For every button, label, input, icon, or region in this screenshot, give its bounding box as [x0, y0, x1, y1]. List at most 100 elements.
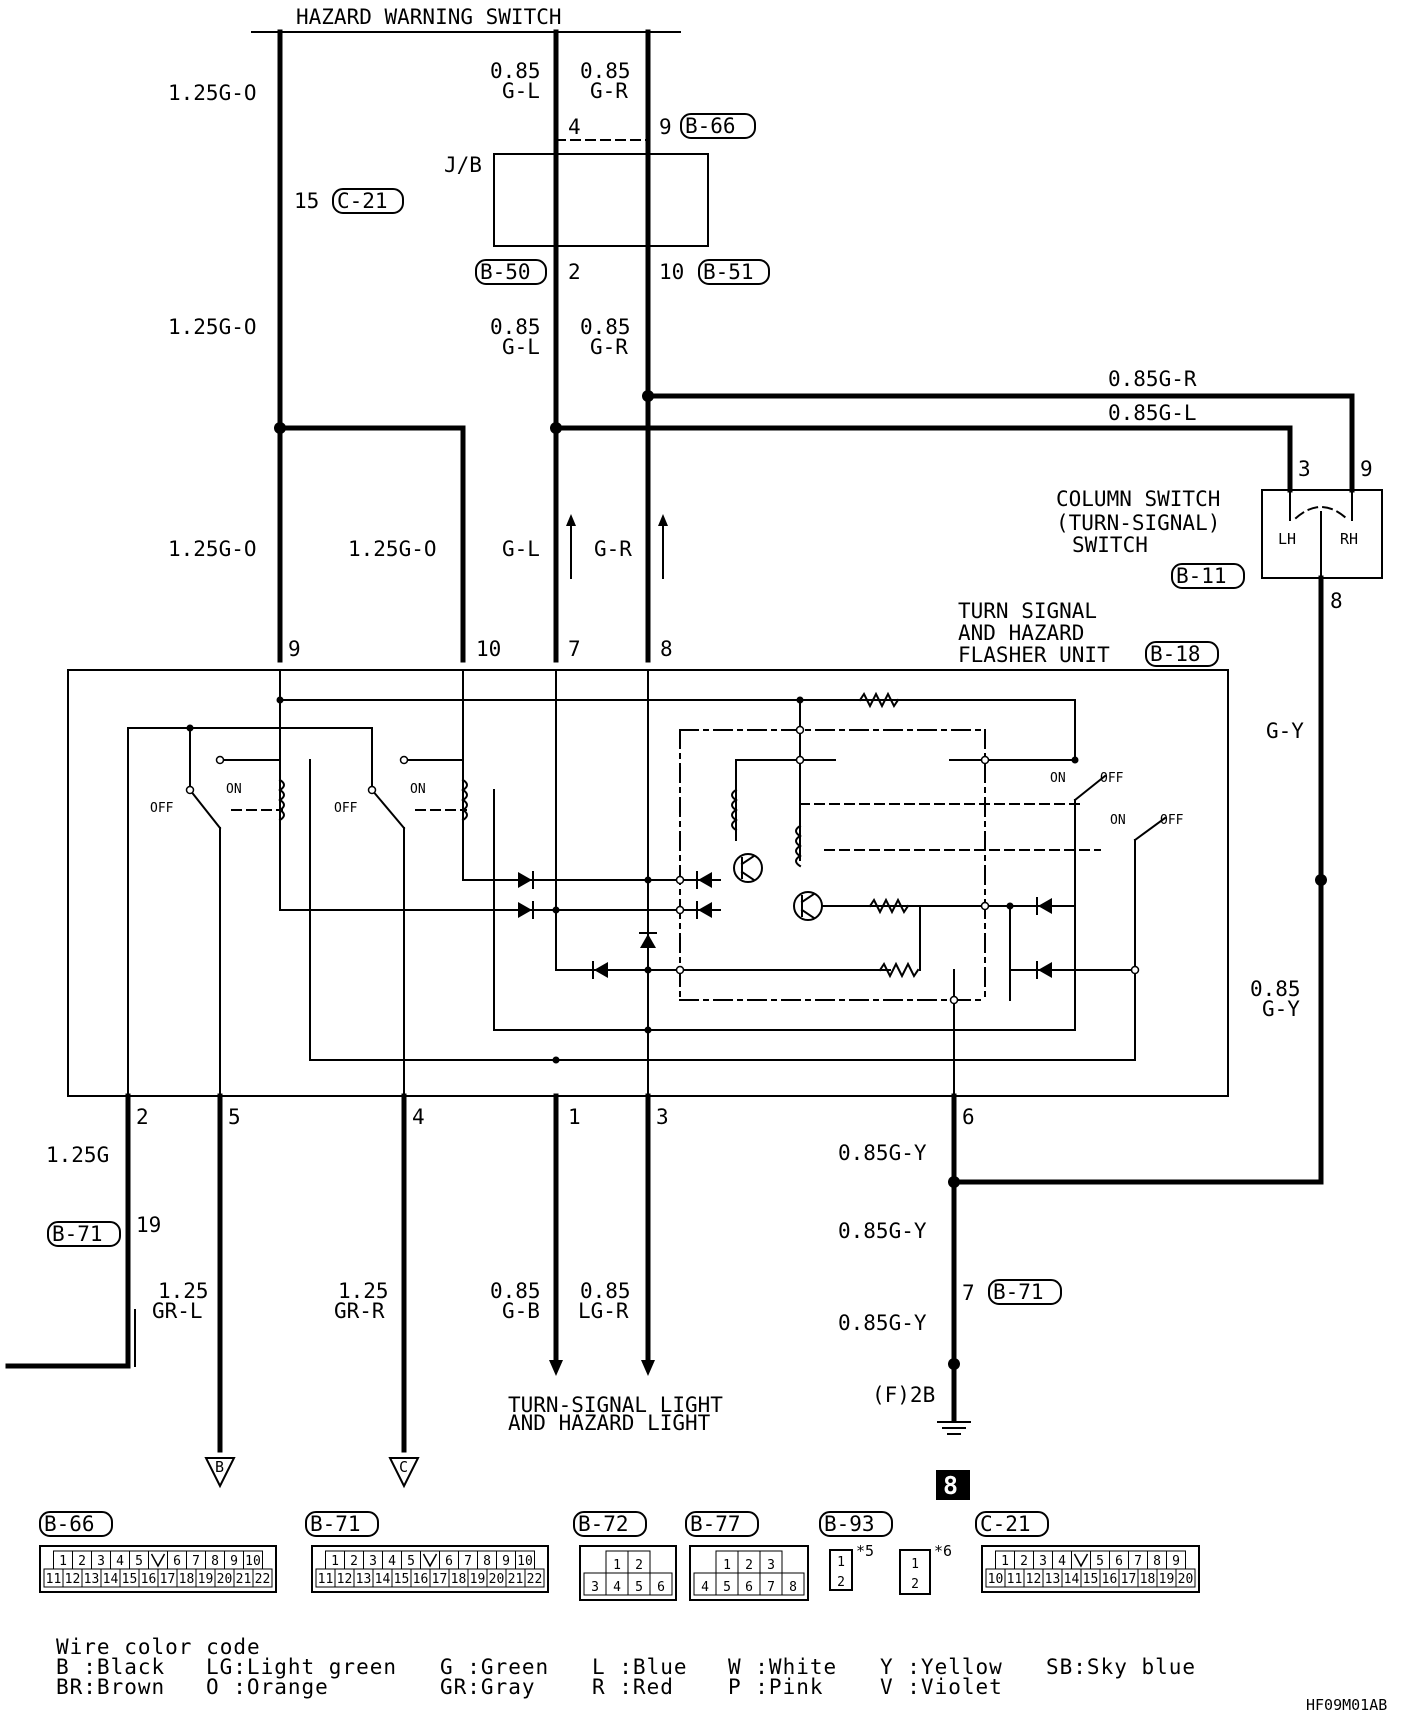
- conn-b77-pin-number: 8: [789, 1580, 797, 1595]
- conn-b66-pin-number: 2: [78, 1554, 86, 1569]
- switch-blade-arc: [1294, 506, 1348, 520]
- wire-color: G-R: [590, 335, 628, 359]
- wire-label: 0.85G-Y: [838, 1141, 927, 1165]
- flasher-open-nodes: [675, 725, 1140, 1005]
- connector-tag-b71: [988, 1279, 1062, 1305]
- conn-b77-pin-number: 1: [723, 1558, 731, 1573]
- conn-b71-body: [311, 1545, 549, 1593]
- conn-b71-pin-number: 3: [369, 1554, 377, 1569]
- conn-b66-pin-number: 3: [97, 1554, 105, 1569]
- wire-color: G-Y: [1262, 997, 1300, 1021]
- figure-code: HF09M01AB: [1306, 1696, 1387, 1714]
- conn-b66-pin-number: 13: [84, 1572, 100, 1587]
- arrow-down-icon: [641, 1360, 655, 1376]
- resistor-icon: [858, 691, 900, 709]
- current-arrow-head: [566, 514, 576, 526]
- junction-dot: [948, 1358, 960, 1370]
- conn-c21-pin-number: 17: [1121, 1572, 1137, 1587]
- flasher-title: FLASHER UNIT: [958, 643, 1110, 667]
- relay-switch-mid: ON OFF: [334, 755, 426, 830]
- conn-b66-pin-number: 14: [103, 1572, 119, 1587]
- wire-color: GR-R: [334, 1299, 385, 1323]
- wire-size: 0.85: [580, 1279, 631, 1303]
- junction-dot: [948, 1176, 960, 1188]
- diode-icon: [696, 871, 712, 889]
- wire-size: 0.85: [490, 59, 541, 83]
- diode-icon: [639, 932, 657, 948]
- conn-b77-pin-number: 6: [745, 1580, 753, 1595]
- wire-color: LG-R: [578, 1299, 629, 1323]
- connector-b51-label: B-51: [703, 260, 754, 284]
- legend-entry: Y :Yellow: [880, 1655, 1003, 1679]
- junction-block-label: J/B: [444, 153, 482, 177]
- pin-9: 9: [288, 637, 301, 661]
- conn-b93-body: [829, 1549, 853, 1591]
- wire-color-legend: Wire color code B :Black BR:Brown LG:Lig…: [56, 1635, 1196, 1699]
- conn-b71-pin-number: 20: [489, 1572, 505, 1587]
- conn-b71-pin-number: 5: [407, 1554, 415, 1569]
- flasher-junction-dots: [186, 696, 1079, 1064]
- pin-2: 2: [568, 260, 581, 284]
- conn-c21-pin-number: 5: [1096, 1554, 1104, 1569]
- conn-b77-tag: [685, 1511, 759, 1537]
- pin-6: 6: [962, 1105, 975, 1129]
- conn-c21-pin-number: 13: [1045, 1572, 1061, 1587]
- conn-b66-pin-number: 8: [211, 1554, 219, 1569]
- conn-b77-pin-number: 4: [701, 1580, 709, 1595]
- conn-b66-pin-number: 12: [65, 1572, 81, 1587]
- conn-b71-pin-cell: [524, 1568, 545, 1588]
- pin-10: 10: [476, 637, 501, 661]
- conn-b66-pin-number: 17: [160, 1572, 176, 1587]
- diode-icon: [518, 901, 534, 919]
- pin-8: 8: [1330, 589, 1343, 613]
- relay-switch-right-1: ON OFF: [1050, 771, 1124, 802]
- conn-b77-pin-number: 2: [745, 1558, 753, 1573]
- pin-5: 5: [228, 1105, 241, 1129]
- column-switch-title: COLUMN SWITCH: [1056, 487, 1220, 511]
- offpage-arrow-b-icon: [204, 1457, 236, 1489]
- conn-b72-pin-cell: [649, 1572, 673, 1596]
- connector-b71-label: B-71: [993, 1280, 1044, 1304]
- coil-icon: [731, 788, 738, 832]
- pin-10: 10: [659, 260, 684, 284]
- conn-b71-pin-number: 18: [451, 1572, 467, 1587]
- conn-b66-pin-number: 5: [135, 1554, 143, 1569]
- conn-b71-pin-number: 2: [350, 1554, 358, 1569]
- conn-b71-pin-number: 13: [356, 1572, 372, 1587]
- wire-label: 0.85G-Y: [838, 1311, 927, 1335]
- ground-number: 8: [943, 1471, 958, 1500]
- coil-icon: [795, 824, 802, 868]
- conn-c21-pin-number: 18: [1140, 1572, 1156, 1587]
- conn-b66-label: B-66: [44, 1512, 95, 1536]
- conn-c21-pin-number: 1: [1001, 1554, 1009, 1569]
- relay-switch-left: ON OFF: [150, 755, 242, 830]
- legend-entry: BR:Brown: [56, 1675, 165, 1699]
- conn-b71-pin-number: 21: [508, 1572, 524, 1587]
- conn-b66-pin-number: 4: [116, 1554, 124, 1569]
- conn-b77-label: B-77: [690, 1512, 741, 1536]
- pin-4: 4: [412, 1105, 425, 1129]
- connector-b71-label: B-71: [52, 1222, 103, 1246]
- conn-c21-pin-number: 7: [1134, 1554, 1142, 1569]
- svg-text:ON: ON: [410, 782, 426, 797]
- wire-label: 0.85G-R: [1108, 367, 1197, 391]
- conn-c21-key-icon: [1073, 1553, 1089, 1568]
- legend-entry: LG:Light green: [206, 1655, 397, 1679]
- legend-entry: SB:Sky blue: [1046, 1655, 1196, 1679]
- junction-block-box: [493, 153, 709, 247]
- conn-c21-tag: [975, 1511, 1049, 1537]
- conn-b71-pin-number: 11: [318, 1572, 334, 1587]
- conn-b66-pin-number: 11: [46, 1572, 62, 1587]
- pin-1: 1: [568, 1105, 581, 1129]
- conn-x6-body: [899, 1549, 931, 1595]
- pin-7: 7: [568, 637, 581, 661]
- conn-b66-pin-number: 20: [217, 1572, 233, 1587]
- conn-b71-label: B-71: [310, 1512, 361, 1536]
- conn-b93-label: B-93: [824, 1512, 875, 1536]
- conn-b72-pin-number: 6: [657, 1580, 665, 1595]
- wire-size: 0.85: [580, 59, 631, 83]
- conn-c21-pin-number: 2: [1020, 1554, 1028, 1569]
- conn-b71-pin-number: 8: [483, 1554, 491, 1569]
- conn-b66-pin-cell: [252, 1568, 273, 1588]
- conn-b93-note: *5: [856, 1542, 874, 1560]
